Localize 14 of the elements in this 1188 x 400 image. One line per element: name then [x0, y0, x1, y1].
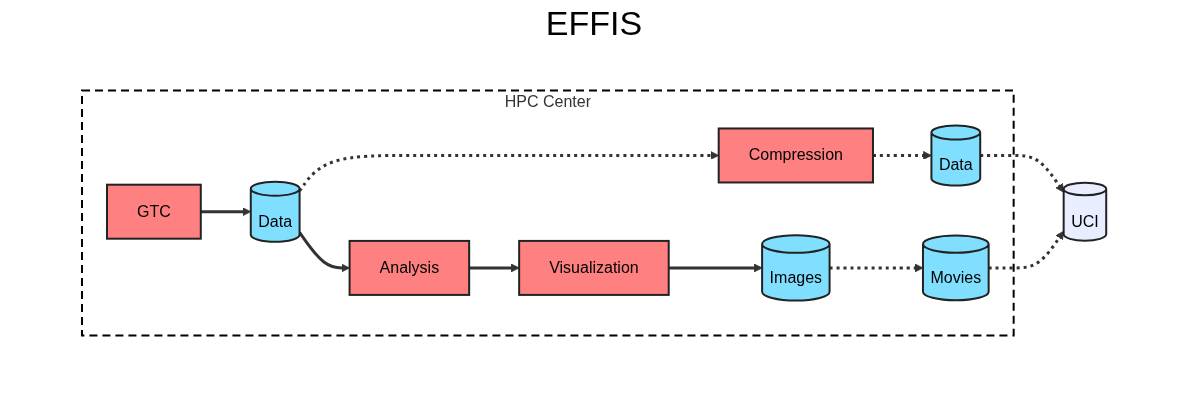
node-box: Analysis — [348, 239, 471, 296]
arrow — [980, 153, 1064, 193]
node-box: Visualization — [518, 239, 670, 296]
arrow — [298, 151, 719, 192]
arrow — [298, 231, 350, 273]
diagram-title: EFFIS — [544, 4, 644, 43]
arrow — [829, 263, 924, 273]
arrow — [668, 263, 763, 273]
node-box: GTC — [105, 183, 202, 240]
node-box: Compression — [717, 127, 874, 184]
arrow — [988, 230, 1064, 270]
arrow — [872, 151, 932, 160]
arrow — [469, 263, 520, 273]
arrow — [200, 207, 252, 217]
